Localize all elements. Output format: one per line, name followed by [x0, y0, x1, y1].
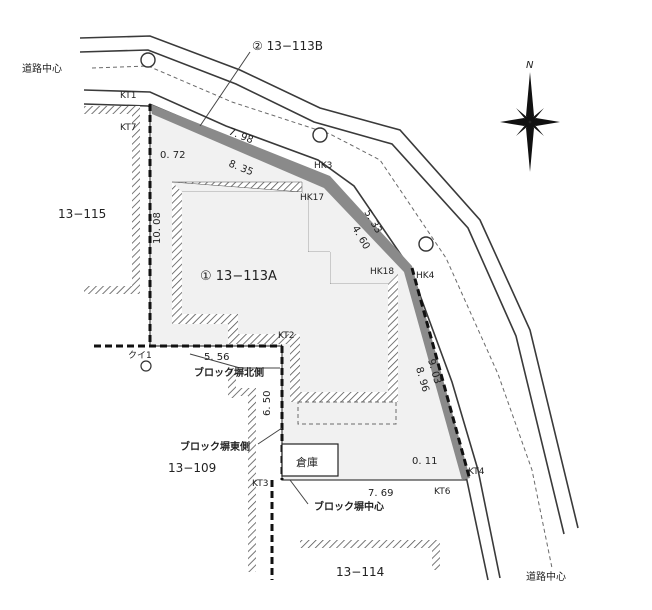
point-hk18: HK18: [370, 267, 394, 277]
storage-label: 倉庫: [296, 455, 318, 469]
point-kt2: KT2: [278, 331, 294, 341]
lot-a-label: ① 13−113A: [200, 269, 277, 284]
building-outline: [171, 181, 398, 425]
block-east-label: ブロック塀東側: [180, 440, 250, 453]
lot-115-label: 13−115: [58, 207, 106, 221]
point-kt4: KT4: [468, 467, 485, 477]
compass-icon: [500, 72, 560, 172]
lot-b-strip: [150, 104, 470, 480]
point-hk4: HK4: [416, 271, 435, 281]
point-kt3: KT3: [252, 479, 268, 489]
storage-shed: [281, 443, 339, 477]
road-center-bottom-label: 道路中心: [526, 570, 566, 583]
point-kt1: KT1: [120, 91, 136, 101]
leader-lines: [140, 51, 309, 505]
point-hk3: HK3: [314, 161, 332, 171]
dim-011: 0. 11: [412, 456, 437, 467]
block-center-label: ブロック塀中心: [314, 500, 384, 513]
road-center-top-label: 道路中心: [22, 62, 62, 75]
neighbour-walls: [84, 106, 440, 572]
dim-769: 7. 69: [368, 488, 393, 499]
dim-556: 5. 56: [204, 352, 229, 363]
dim-072: 0. 72: [160, 150, 185, 161]
compass-north-label: N: [526, 60, 534, 71]
block-north-label: ブロック塀北側: [194, 366, 264, 379]
lot-b-label: ② 13−113B: [252, 39, 323, 53]
lot-114-label: 13−114: [336, 565, 384, 579]
point-hk17: HK17: [300, 193, 324, 203]
manholes: [140, 52, 434, 252]
point-kt7: KT7: [120, 123, 136, 133]
point-kui1: クイ1: [128, 350, 152, 361]
point-kt6: KT6: [434, 487, 451, 497]
dim-650: 6. 50: [262, 391, 273, 416]
dim-1008: 10. 08: [152, 212, 163, 244]
lot-109-label: 13−109: [168, 461, 216, 475]
